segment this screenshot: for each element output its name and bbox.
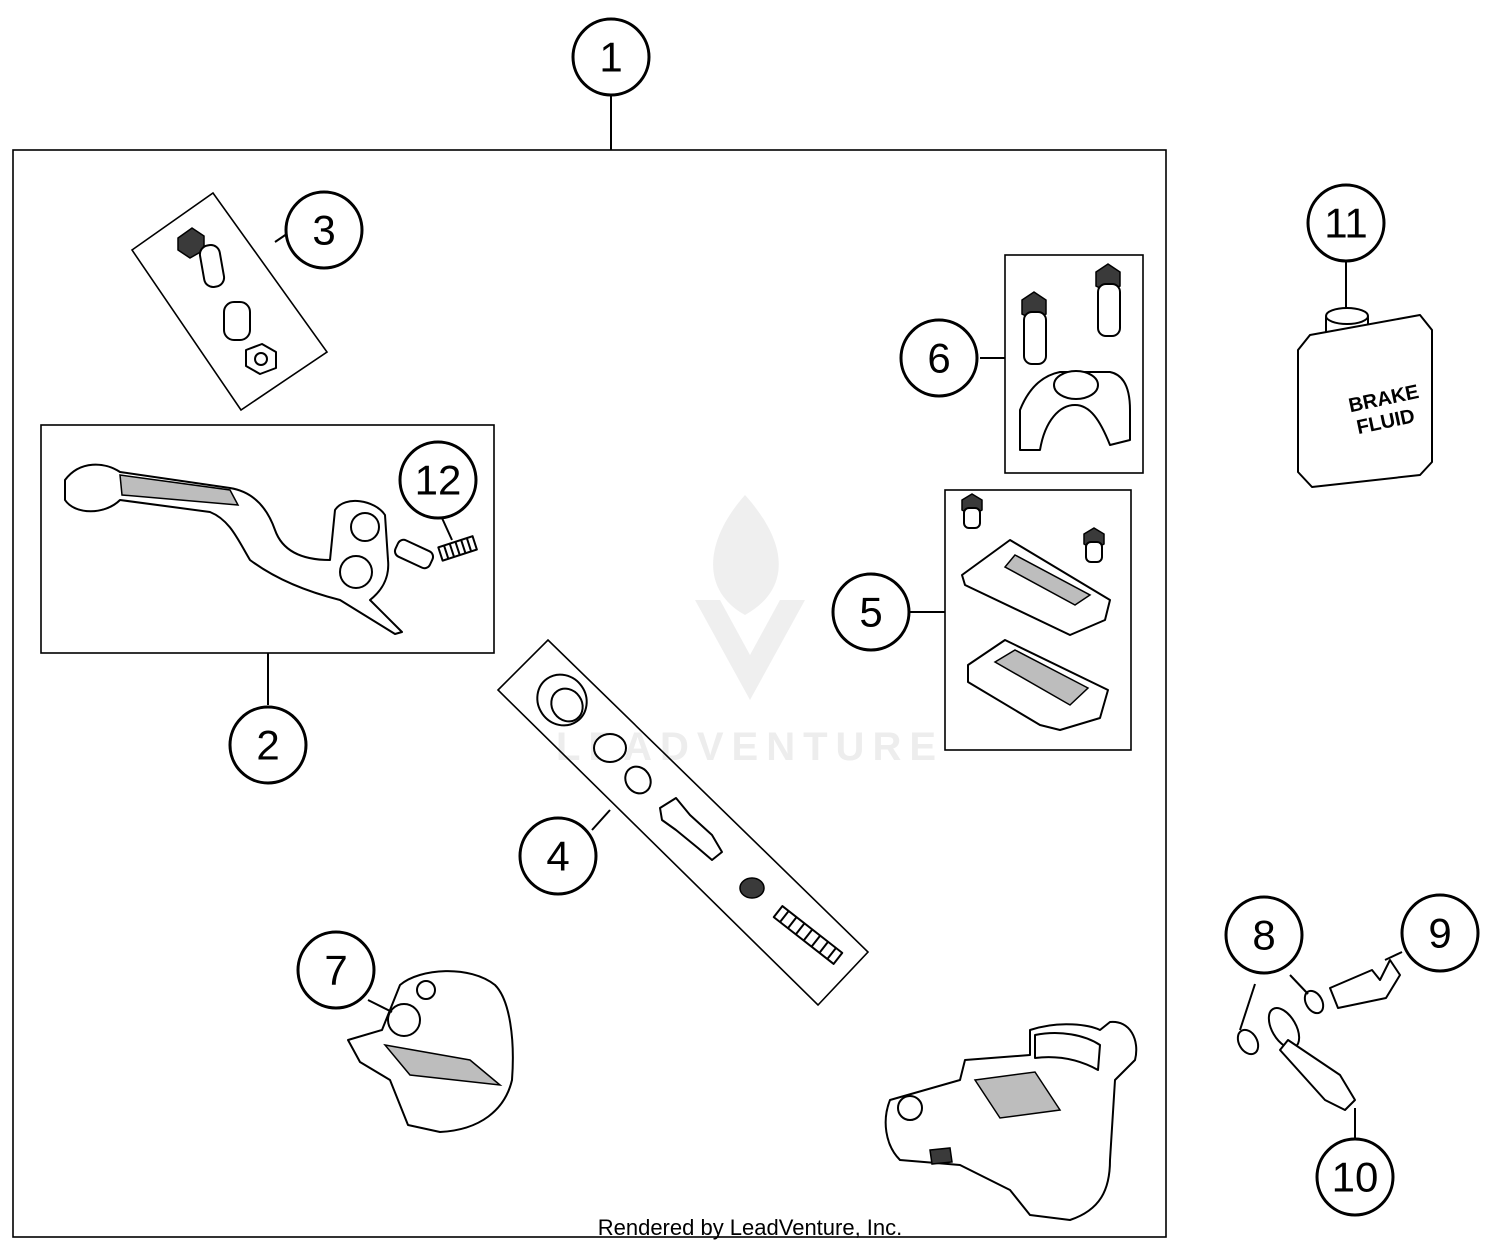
clamp-bolt-shank-1-icon — [1023, 311, 1047, 365]
return-spring-icon — [772, 905, 844, 965]
watermark-v-icon — [695, 600, 805, 700]
assembly-box — [12, 149, 1167, 1238]
lever-housing-shade-icon — [383, 1043, 503, 1087]
part-box-6 — [1004, 254, 1144, 474]
callout-3[interactable]: 3 — [284, 190, 364, 270]
reservoir-opening-icon — [973, 1071, 1062, 1119]
callout-4-label: 4 — [546, 833, 569, 880]
body-detail-icon — [929, 1147, 953, 1165]
callout-4[interactable]: 4 — [518, 816, 598, 896]
banjo-hose-icon — [1279, 1039, 1356, 1111]
leader-12 — [441, 517, 453, 541]
callout-11[interactable]: 11 — [1306, 183, 1386, 263]
callout-9[interactable]: 9 — [1400, 893, 1480, 973]
callout-12-label: 12 — [415, 457, 462, 504]
bolt-shank-icon — [198, 244, 226, 288]
lever-body-icon — [64, 463, 403, 635]
lever-housing-hole-icon — [416, 980, 436, 1000]
leader-8b — [1289, 974, 1309, 995]
leader-8a — [1239, 983, 1256, 1031]
leader-4 — [591, 809, 611, 831]
nut-hole-icon — [254, 352, 268, 366]
clamp-boss-icon — [1053, 370, 1099, 400]
pivot-eye-icon — [897, 1095, 923, 1121]
reservoir-cap-icon — [961, 539, 1111, 636]
part-group-banjo-fitting[interactable] — [1234, 951, 1403, 1138]
callout-1-label: 1 — [599, 34, 622, 81]
leader-7 — [367, 999, 393, 1013]
lever-shade-icon — [119, 474, 240, 506]
callout-8-label: 8 — [1252, 912, 1275, 959]
sleeve-icon — [223, 301, 251, 341]
callout-9-label: 9 — [1428, 910, 1451, 957]
part-box-3 — [130, 191, 329, 412]
part-box-5 — [944, 489, 1132, 751]
clamp-saddle-icon — [1034, 1032, 1101, 1071]
lever-pivot-icon — [350, 512, 380, 542]
callout-2[interactable]: 2 — [228, 705, 308, 785]
callout-10-label: 10 — [1332, 1154, 1379, 1201]
banjo-bolt-icon — [1329, 959, 1401, 1009]
part-group-6-handlebar-clamp[interactable] — [980, 254, 1144, 474]
part-group-4-piston-kit[interactable] — [496, 638, 870, 1007]
callout-8[interactable]: 8 — [1224, 895, 1304, 975]
callout-1[interactable]: 1 — [571, 17, 651, 97]
callout-5-label: 5 — [859, 589, 882, 636]
part-7-lever-housing[interactable] — [347, 970, 514, 1133]
dust-boot-inner-icon — [550, 687, 584, 723]
spring-icon — [437, 535, 478, 562]
reservoir-gasket-inner-icon — [993, 649, 1090, 706]
washer-icon — [624, 765, 652, 795]
part-group-3-bolt-kit[interactable] — [130, 191, 329, 412]
callout-11-label: 11 — [1324, 200, 1368, 247]
lever-housing-icon — [347, 970, 514, 1133]
piston-icon — [659, 797, 723, 861]
callout-10[interactable]: 10 — [1315, 1137, 1395, 1217]
lever-housing-boss-icon — [387, 1003, 421, 1037]
callout-6-label: 6 — [927, 335, 950, 382]
cover-screw-shank-1-icon — [963, 507, 981, 529]
clamp-bolt-shank-2-icon — [1097, 283, 1121, 337]
part-group-2-clutch-lever[interactable] — [40, 424, 495, 705]
sealing-washer-1-icon — [1236, 1028, 1260, 1056]
part-group-5-reservoir-cover[interactable] — [910, 489, 1132, 751]
bottle-body-icon — [1297, 314, 1433, 488]
sealing-washer-2-icon — [1303, 989, 1325, 1015]
callout-7-label: 7 — [324, 947, 347, 994]
lever-hole-icon — [339, 555, 373, 589]
primary-seal-icon — [739, 877, 765, 899]
callout-12[interactable]: 12 — [398, 440, 478, 520]
adjuster-pin-icon — [393, 538, 435, 570]
watermark-flame-icon — [713, 495, 779, 615]
part-11-brake-fluid-bottle[interactable]: BRAKE FLUID — [1297, 262, 1433, 488]
circlip-icon — [593, 733, 627, 763]
leader-9 — [1384, 951, 1403, 961]
part-box-4 — [496, 638, 870, 1007]
callout-3-label: 3 — [312, 207, 335, 254]
callout-6[interactable]: 6 — [899, 318, 979, 398]
watermark: LEADVENTURE — [556, 495, 936, 769]
cover-screw-shank-2-icon — [1085, 541, 1103, 563]
callout-7[interactable]: 7 — [296, 930, 376, 1010]
clamp-body-icon — [1019, 371, 1131, 451]
master-cylinder-body — [884, 1020, 1138, 1221]
reservoir-cap-text-icon — [1003, 554, 1092, 606]
bottle-cap-top-icon — [1325, 307, 1369, 325]
master-cylinder-body-icon — [884, 1020, 1138, 1221]
callout-5[interactable]: 5 — [831, 572, 911, 652]
footer-credit: Rendered by LeadVenture, Inc. — [598, 1215, 903, 1240]
callout-2-label: 2 — [256, 722, 279, 769]
